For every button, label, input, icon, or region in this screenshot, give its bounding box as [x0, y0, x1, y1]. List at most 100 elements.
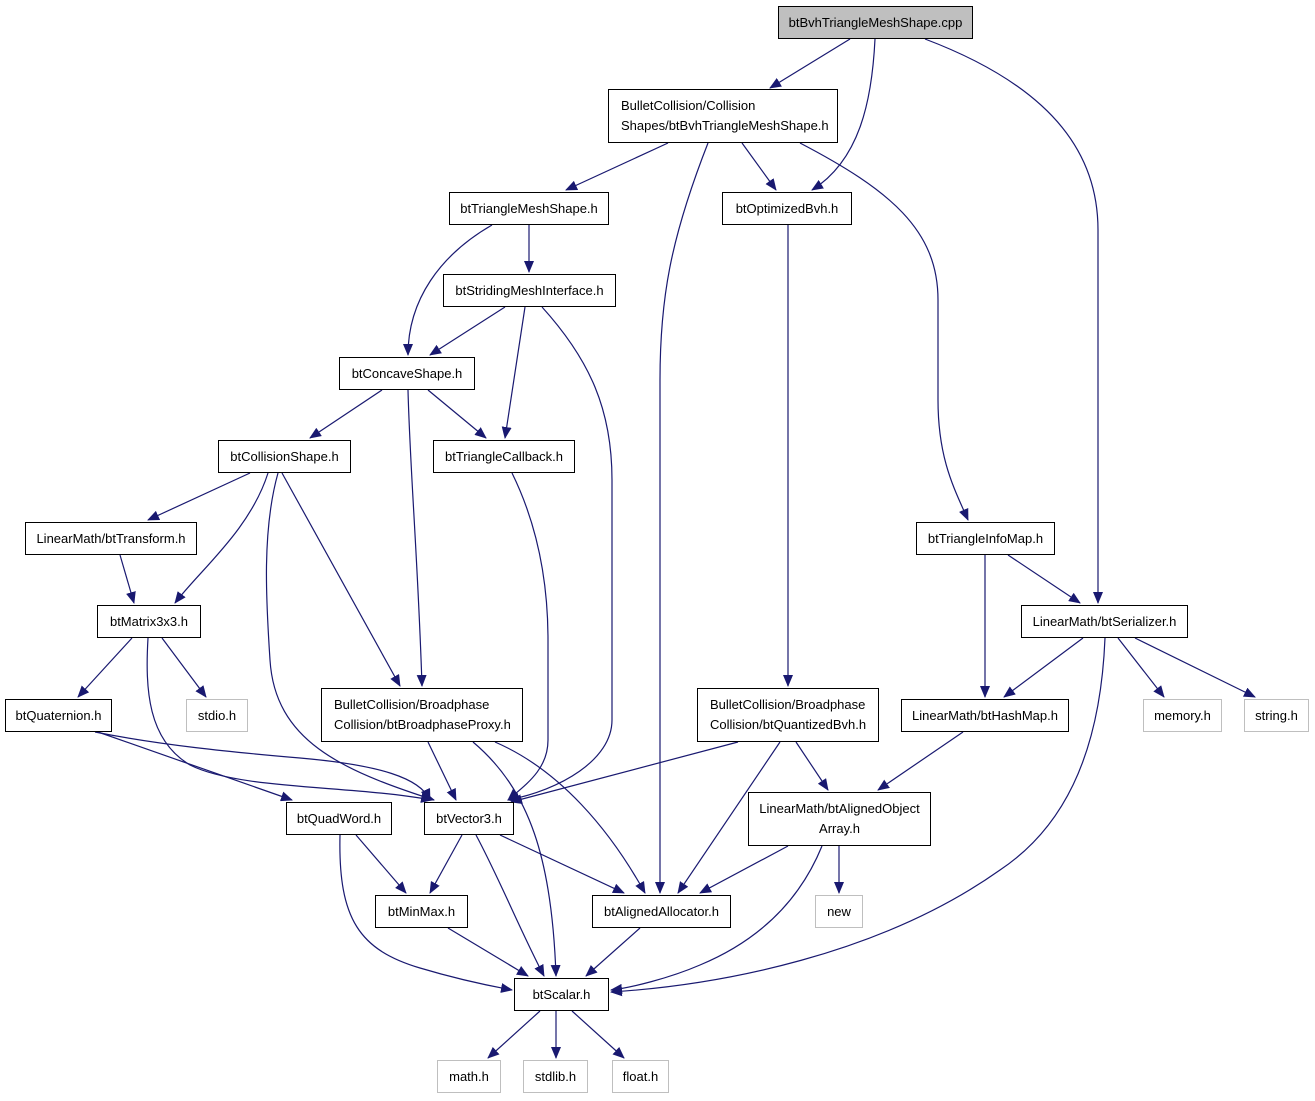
node-btScalar-h[interactable]: btScalar.h	[514, 978, 609, 1011]
edge-bvhmesh-to-optbvh	[741, 142, 777, 191]
node-btAlignedObjectArray-h[interactable]: LinearMath/btAlignedObject Array.h	[748, 792, 931, 846]
node-line: LinearMath/btAlignedObject	[759, 801, 920, 816]
edge-root-to-bvhmesh	[769, 38, 851, 89]
edge-minmax-to-scalar	[447, 927, 529, 977]
edge-qbvh-to-alignedarr	[795, 741, 829, 791]
node-line: BulletCollision/Broadphase	[334, 697, 490, 712]
node-line: btMatrix3x3.h	[109, 613, 189, 629]
node-btMinMax-h[interactable]: btMinMax.h	[375, 895, 468, 928]
node-btQuaternion-h[interactable]: btQuaternion.h	[5, 699, 112, 732]
edge-striding-to-vector3	[507, 306, 613, 803]
edge-alignalloc-to-scalar	[585, 927, 641, 977]
node-line: BulletCollision/Broadphase	[710, 697, 866, 712]
edge-bproxy-to-scalar	[472, 741, 561, 977]
edge-triinfo-to-serializer	[1007, 554, 1081, 604]
edge-collshape-to-transform	[147, 472, 251, 521]
node-line: btVector3.h	[436, 810, 502, 826]
node-line: stdlib.h	[534, 1068, 577, 1084]
edge-vector3-to-minmax	[429, 834, 463, 894]
node-line: btTriangleCallback.h	[444, 448, 564, 464]
edge-hashmap-to-alignedarr	[877, 731, 964, 791]
node-btCollisionShape-h[interactable]: btCollisionShape.h	[218, 440, 351, 473]
node-line: math.h	[449, 1068, 489, 1084]
node-string-h[interactable]: string.h	[1244, 699, 1309, 732]
node-line: btQuaternion.h	[15, 707, 102, 723]
edge-serializer-to-string	[1134, 637, 1256, 698]
node-line: btOptimizedBvh.h	[735, 200, 839, 216]
edge-serializer-to-scalar	[610, 637, 1106, 997]
node-line: Shapes/btBvhTriangleMeshShape.h	[621, 118, 829, 133]
node-line: LinearMath/btHashMap.h	[912, 707, 1058, 723]
edge-collshape-to-bproxy	[281, 472, 401, 687]
edge-quat-to-vector3	[94, 731, 431, 801]
edge-concave-to-collshape	[309, 389, 383, 439]
node-btStridingMeshInterface-h[interactable]: btStridingMeshInterface.h	[443, 274, 616, 307]
edge-tricb-to-vector3	[507, 472, 549, 801]
node-btBvhTriangleMeshShape-cpp[interactable]: btBvhTriangleMeshShape.cpp	[778, 6, 973, 39]
node-btBvhTriangleMeshShape-h[interactable]: BulletCollision/Collision Shapes/btBvhTr…	[608, 89, 838, 143]
edge-scalar-to-float	[571, 1010, 625, 1059]
node-line: btBvhTriangleMeshShape.cpp	[788, 14, 963, 30]
edge-bvhmesh-to-alignalloc	[655, 142, 709, 894]
node-math-h[interactable]: math.h	[437, 1060, 501, 1093]
node-btTriangleInfoMap-h[interactable]: btTriangleInfoMap.h	[916, 522, 1055, 555]
edge-vector3-to-alignalloc	[499, 834, 625, 894]
edge-matrix-to-stdio	[161, 637, 207, 698]
node-btConcaveShape-h[interactable]: btConcaveShape.h	[339, 357, 475, 390]
node-btQuantizedBvh-h[interactable]: BulletCollision/Broadphase Collision/btQ…	[697, 688, 879, 742]
node-line: btMinMax.h	[387, 903, 456, 919]
node-btOptimizedBvh-h[interactable]: btOptimizedBvh.h	[722, 192, 852, 225]
node-line: btCollisionShape.h	[230, 448, 339, 464]
edge-quadword-to-scalar	[339, 834, 513, 993]
node-line: stdio.h	[197, 707, 237, 723]
edge-root-to-optbvh	[811, 38, 876, 191]
node-btVector3-h[interactable]: btVector3.h	[424, 802, 514, 835]
edge-concave-to-tricb	[427, 389, 487, 439]
node-btSerializer-h[interactable]: LinearMath/btSerializer.h	[1021, 605, 1188, 638]
node-btTriangleMeshShape-h[interactable]: btTriangleMeshShape.h	[449, 192, 609, 225]
edge-serializer-to-hashmap	[1003, 637, 1084, 698]
node-line: btTriangleInfoMap.h	[927, 530, 1044, 546]
edge-striding-to-tricb	[501, 306, 526, 439]
node-line: float.h	[622, 1068, 659, 1084]
edge-matrix-to-quat	[77, 637, 133, 698]
node-btMatrix3x3-h[interactable]: btMatrix3x3.h	[97, 605, 201, 638]
edge-scalar-to-math	[487, 1010, 541, 1059]
node-line: BulletCollision/Collision	[621, 98, 756, 113]
node-btBroadphaseProxy-h[interactable]: BulletCollision/Broadphase Collision/btB…	[321, 688, 523, 742]
node-line: new	[827, 903, 851, 919]
node-memory-h[interactable]: memory.h	[1143, 699, 1222, 732]
node-line: btAlignedAllocator.h	[604, 903, 719, 919]
node-line: Collision/btBroadphaseProxy.h	[334, 717, 511, 732]
edge-bvhmesh-to-trimesh	[565, 142, 669, 191]
edge-collshape-to-vector3	[265, 472, 435, 802]
edge-root-to-serializer	[924, 38, 1103, 604]
node-stdlib-h[interactable]: stdlib.h	[523, 1060, 588, 1093]
edge-quat-to-quadword	[97, 731, 293, 802]
edge-matrix-to-vector3	[146, 637, 433, 803]
node-line: btStridingMeshInterface.h	[455, 282, 604, 298]
node-new[interactable]: new	[815, 895, 863, 928]
node-float-h[interactable]: float.h	[612, 1060, 669, 1093]
edge-trimesh-to-concave	[403, 224, 493, 356]
node-line: LinearMath/btTransform.h	[36, 530, 186, 546]
node-stdio-h[interactable]: stdio.h	[186, 699, 248, 732]
edge-bproxy-to-alignalloc	[494, 741, 646, 894]
edge-concave-to-bproxy	[407, 389, 427, 687]
edge-quadword-to-minmax	[355, 834, 407, 894]
node-line: Array.h	[819, 821, 860, 836]
edge-qbvh-to-vector3	[510, 741, 739, 805]
node-btHashMap-h[interactable]: LinearMath/btHashMap.h	[901, 699, 1069, 732]
node-btAlignedAllocator-h[interactable]: btAlignedAllocator.h	[592, 895, 731, 928]
node-line: btTriangleMeshShape.h	[460, 200, 598, 216]
node-line: Collision/btQuantizedBvh.h	[710, 717, 867, 732]
node-btQuadWord-h[interactable]: btQuadWord.h	[286, 802, 392, 835]
edge-qbvh-to-alignalloc	[677, 741, 781, 894]
node-line: memory.h	[1154, 707, 1211, 723]
edge-collshape-to-matrix	[174, 472, 269, 604]
edge-bvhmesh-to-triinfo	[799, 142, 969, 521]
node-btTriangleCallback-h[interactable]: btTriangleCallback.h	[433, 440, 575, 473]
node-btTransform-h[interactable]: LinearMath/btTransform.h	[25, 522, 197, 555]
